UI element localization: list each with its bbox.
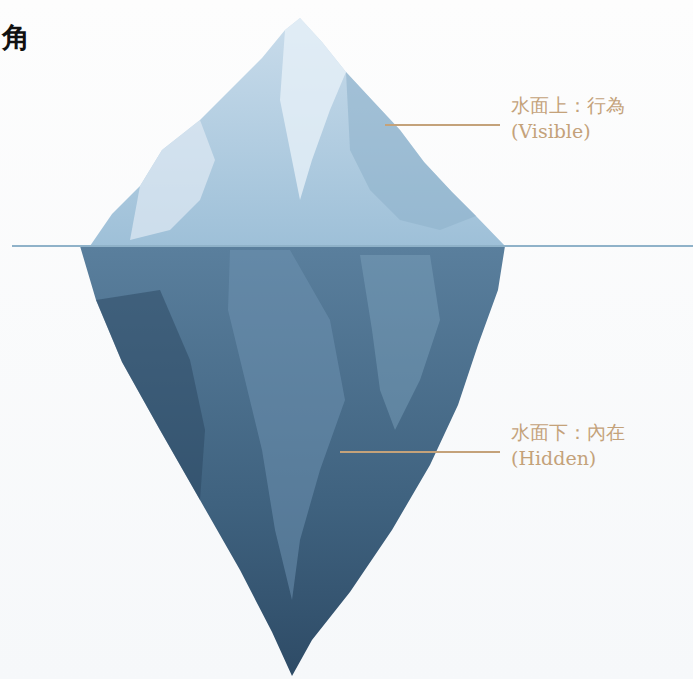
water-line <box>12 245 693 247</box>
leader-line <box>340 451 500 453</box>
callout-label: 水面下：內在 (Hidden) <box>511 419 661 471</box>
iceberg-highlight <box>130 120 215 240</box>
leader-line <box>385 124 500 126</box>
iceberg-shade <box>346 72 476 230</box>
title-fragment: 角 <box>2 22 30 54</box>
iceberg-shade <box>96 290 205 500</box>
callout-label: 水面上：行為 (Visible) <box>511 92 661 144</box>
iceberg-shade <box>360 255 440 430</box>
iceberg-highlight <box>280 18 346 200</box>
iceberg-shade <box>228 250 345 600</box>
iceberg-hidden-part <box>80 246 505 676</box>
iceberg-visible-part <box>90 18 505 246</box>
